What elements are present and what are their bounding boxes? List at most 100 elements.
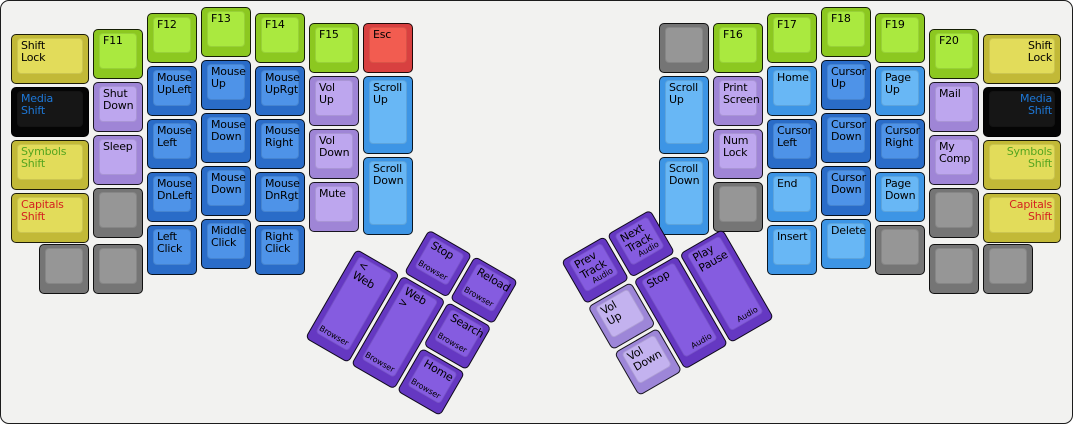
key-blank-bottom-left-1[interactable]	[39, 244, 89, 294]
key-symbols-shift-left[interactable]: Symbols Shift	[11, 140, 89, 190]
key-scroll-down-left[interactable]: Scroll Down	[363, 157, 413, 235]
key-blank-right-top-cap	[665, 27, 703, 63]
key-f14[interactable]: F14	[255, 13, 305, 63]
key-vol-down-thumb-label: Vol Down	[625, 344, 665, 375]
key-mail[interactable]: Mail	[929, 82, 979, 132]
key-f17[interactable]: F17	[767, 13, 817, 63]
key-mouse-down-2[interactable]: Mouse Down	[201, 166, 251, 216]
key-cursor-down-2[interactable]: Cursor Down	[821, 166, 871, 216]
key-mouse-right[interactable]: Mouse Right	[255, 119, 305, 169]
key-delete[interactable]: Delete	[821, 219, 871, 269]
key-insert-cap: Insert	[773, 229, 811, 265]
key-mouse-upleft[interactable]: Mouse UpLeft	[147, 66, 197, 116]
key-symbols-shift-right-cap: Symbols Shift	[989, 144, 1055, 180]
key-blank-right-col5[interactable]	[875, 225, 925, 275]
key-cursor-up[interactable]: Cursor Up	[821, 60, 871, 110]
key-page-up[interactable]: Page Up	[875, 66, 925, 116]
key-symbols-shift-right[interactable]: Symbols Shift	[983, 140, 1061, 190]
key-browser-search-label: Search	[447, 311, 487, 341]
key-blank-right-col2-cap	[719, 186, 757, 222]
key-insert[interactable]: Insert	[767, 225, 817, 275]
key-f15-cap: F15	[315, 27, 353, 63]
key-play-pause-label: Play Pause	[690, 242, 731, 276]
key-media-shift-left[interactable]: Media Shift	[11, 87, 89, 137]
key-vol-up-left[interactable]: Vol Up	[309, 76, 359, 126]
key-sleep-cap: Sleep	[99, 139, 137, 175]
key-insert-label: Insert	[777, 230, 808, 243]
key-scroll-down-right-label: Scroll Down	[669, 162, 700, 188]
key-print-screen[interactable]: Print Screen	[713, 76, 763, 126]
key-my-comp[interactable]: My Comp	[929, 135, 979, 185]
key-capitals-shift-left[interactable]: Capitals Shift	[11, 193, 89, 243]
key-browser-home-label: Home	[421, 357, 456, 385]
key-right-click-label: Right Click	[265, 230, 293, 256]
key-scroll-up-left-cap: Scroll Up	[369, 80, 407, 144]
key-blank-bottom-left-2[interactable]	[93, 244, 143, 294]
key-sleep[interactable]: Sleep	[93, 135, 143, 185]
key-cursor-left[interactable]: Cursor Left	[767, 119, 817, 169]
key-scroll-down-right[interactable]: Scroll Down	[659, 157, 709, 235]
key-scroll-up-right-label: Scroll Up	[669, 81, 698, 107]
key-esc[interactable]: Esc	[363, 23, 413, 73]
key-cursor-right-label: Cursor Right	[885, 124, 920, 150]
key-capitals-shift-right[interactable]: Capitals Shift	[983, 193, 1061, 243]
key-cursor-down-1[interactable]: Cursor Down	[821, 113, 871, 163]
key-vol-down-left-cap: Vol Down	[315, 133, 353, 169]
key-f12[interactable]: F12	[147, 13, 197, 63]
key-blank-bottom-right-2[interactable]	[983, 244, 1033, 294]
key-f17-label: F17	[777, 18, 797, 31]
key-mouse-dnleft-label: Mouse DnLeft	[157, 177, 192, 203]
key-end[interactable]: End	[767, 172, 817, 222]
key-f18[interactable]: F18	[821, 7, 871, 57]
key-page-down[interactable]: Page Down	[875, 172, 925, 222]
key-mouse-dnrgt[interactable]: Mouse DnRgt	[255, 172, 305, 222]
key-num-lock[interactable]: Num Lock	[713, 129, 763, 179]
key-f16[interactable]: F16	[713, 23, 763, 73]
key-middle-click[interactable]: Middle Click	[201, 219, 251, 269]
key-mute[interactable]: Mute	[309, 182, 359, 232]
key-f18-label: F18	[831, 12, 851, 25]
key-f16-label: F16	[723, 28, 743, 41]
key-mouse-uprgt[interactable]: Mouse UpRgt	[255, 66, 305, 116]
key-blank-left-col2[interactable]	[93, 188, 143, 238]
key-scroll-up-left[interactable]: Scroll Up	[363, 76, 413, 154]
key-end-label: End	[777, 177, 798, 190]
key-blank-right-col6[interactable]	[929, 188, 979, 238]
key-cursor-right[interactable]: Cursor Right	[875, 119, 925, 169]
key-page-up-cap: Page Up	[881, 70, 919, 106]
key-scroll-down-left-cap: Scroll Down	[369, 161, 407, 225]
key-mouse-dnleft[interactable]: Mouse DnLeft	[147, 172, 197, 222]
key-blank-bottom-right-1[interactable]	[929, 244, 979, 294]
key-middle-click-label: Middle Click	[211, 224, 247, 250]
key-left-click[interactable]: Left Click	[147, 225, 197, 275]
key-mouse-left[interactable]: Mouse Left	[147, 119, 197, 169]
key-shut-down[interactable]: Shut Down	[93, 82, 143, 132]
key-f11[interactable]: F11	[93, 29, 143, 79]
key-mute-label: Mute	[319, 187, 346, 200]
key-web-back-label: < Web	[350, 258, 377, 292]
key-shut-down-cap: Shut Down	[99, 86, 137, 122]
key-shift-lock-right[interactable]: Shift Lock	[983, 34, 1061, 84]
key-shift-lock-left[interactable]: Shift Lock	[11, 34, 89, 84]
key-print-screen-label: Print Screen	[723, 81, 760, 107]
key-f20-label: F20	[939, 34, 959, 47]
key-scroll-up-right[interactable]: Scroll Up	[659, 76, 709, 154]
key-esc-label: Esc	[373, 28, 392, 41]
key-mouse-down-1[interactable]: Mouse Down	[201, 113, 251, 163]
key-mouse-up[interactable]: Mouse Up	[201, 60, 251, 110]
key-media-shift-right[interactable]: Media Shift	[983, 87, 1061, 137]
key-f13[interactable]: F13	[201, 7, 251, 57]
key-blank-right-top[interactable]	[659, 23, 709, 73]
key-cursor-left-label: Cursor Left	[777, 124, 812, 150]
key-audio-stop-sublabel: Audio	[689, 331, 714, 351]
key-f19[interactable]: F19	[875, 13, 925, 63]
key-f20[interactable]: F20	[929, 29, 979, 79]
key-home[interactable]: Home	[767, 66, 817, 116]
key-browser-search-sublabel: Browser	[435, 330, 469, 355]
key-right-click[interactable]: Right Click	[255, 225, 305, 275]
key-f15[interactable]: F15	[309, 23, 359, 73]
key-blank-right-col2[interactable]	[713, 182, 763, 232]
key-vol-down-left[interactable]: Vol Down	[309, 129, 359, 179]
